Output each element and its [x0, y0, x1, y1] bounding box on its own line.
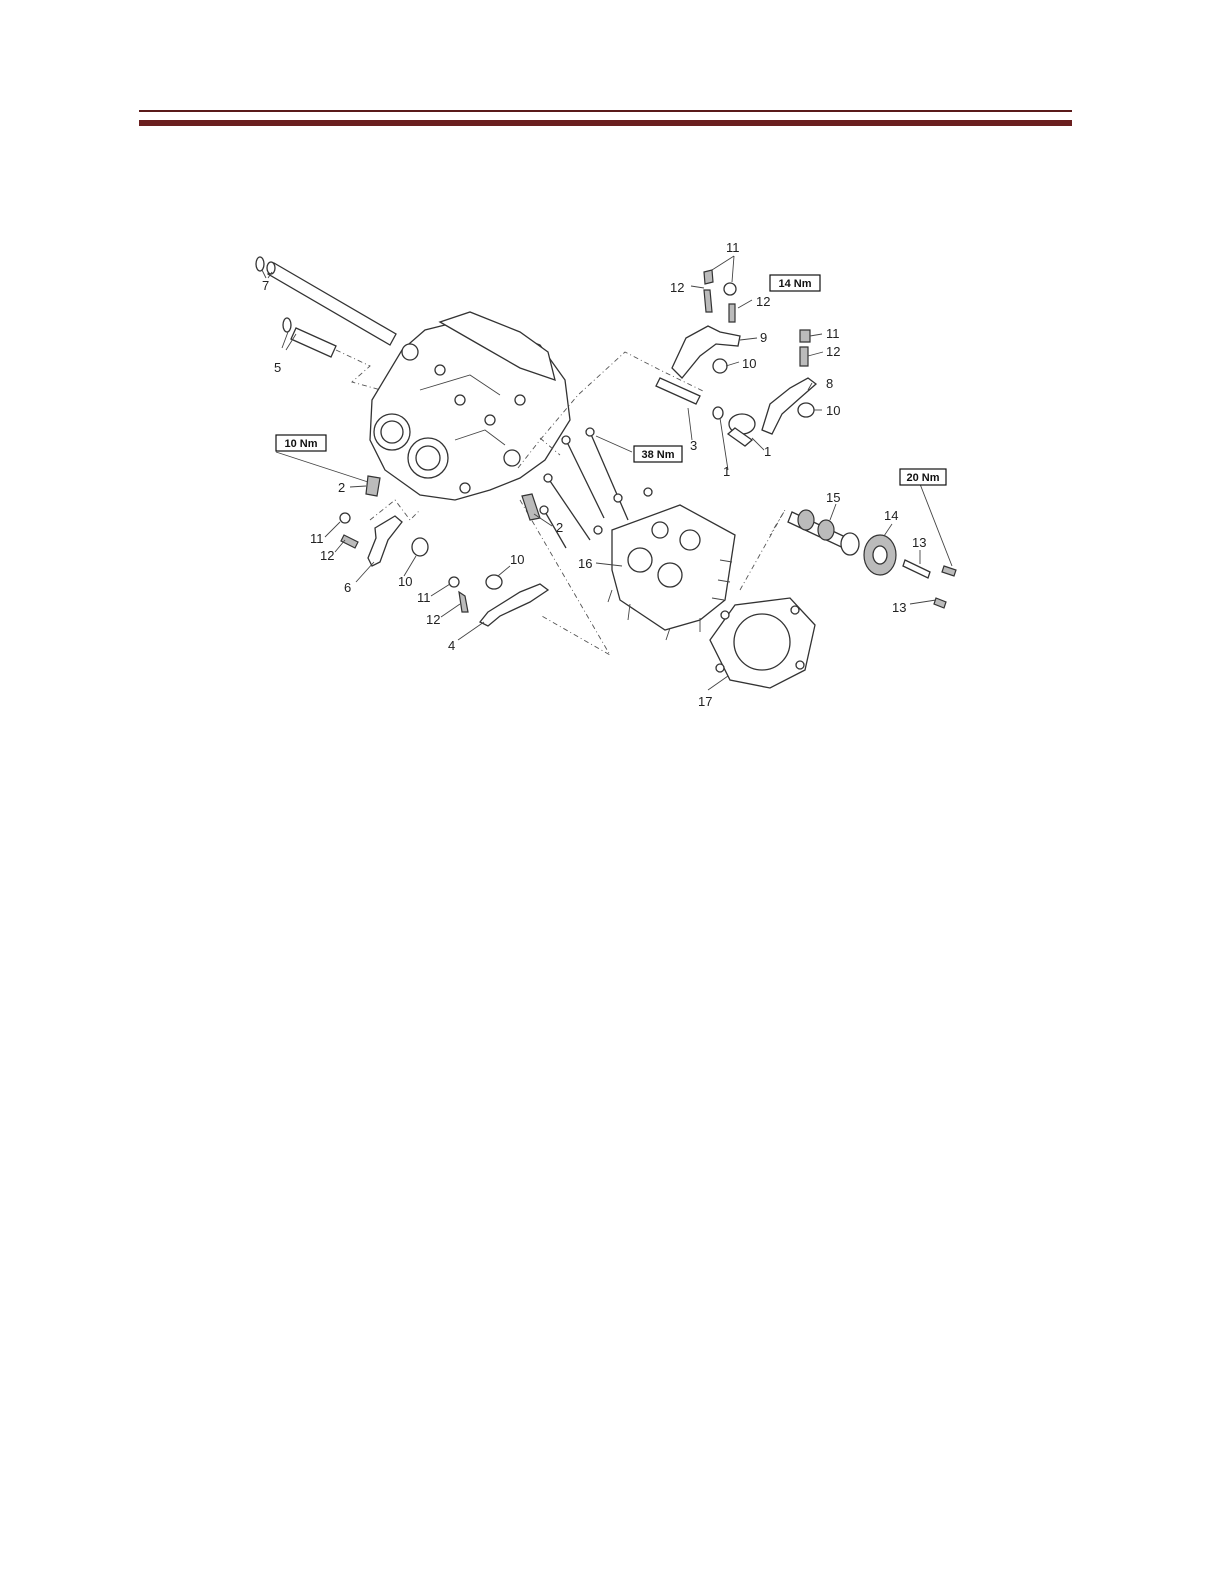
cylinder-head-16 [608, 505, 735, 640]
torque-box-20nm: 20 Nm [900, 469, 946, 485]
label-10-right: 10 [826, 403, 840, 418]
label-3: 3 [690, 438, 697, 453]
label-12-top-left: 12 [670, 280, 684, 295]
cam-sprocket-14 [864, 535, 956, 608]
head-gasket-17 [710, 598, 815, 688]
label-12-top-right: 12 [756, 294, 770, 309]
svg-text:20 Nm: 20 Nm [906, 472, 939, 484]
label-8: 8 [826, 376, 833, 391]
label-12-right: 12 [826, 344, 840, 359]
label-12-left: 12 [320, 548, 334, 563]
label-1-b: 1 [764, 444, 771, 459]
label-1-a: 1 [723, 464, 730, 479]
label-2-left: 2 [338, 480, 345, 495]
label-13-b: 13 [892, 600, 906, 615]
camshaft-15 [788, 510, 859, 555]
label-2-center: 2 [556, 520, 563, 535]
label-9: 9 [760, 330, 767, 345]
label-11-lower: 11 [417, 590, 431, 605]
rocker-arm-8 [762, 330, 816, 434]
label-5: 5 [274, 360, 281, 375]
rocker-arm-4 [449, 575, 548, 626]
torque-box-38nm: 38 Nm [634, 446, 682, 462]
torque-box-14nm: 14 Nm [770, 275, 820, 291]
label-10-left: 10 [398, 574, 412, 589]
label-13-a: 13 [912, 535, 926, 550]
svg-text:38 Nm: 38 Nm [641, 449, 674, 461]
label-11-right: 11 [826, 326, 840, 341]
label-12-lower: 12 [426, 612, 440, 627]
label-10-top: 10 [742, 356, 756, 371]
label-6: 6 [344, 580, 351, 595]
svg-text:14 Nm: 14 Nm [778, 278, 811, 290]
cylinder-head-block [370, 312, 570, 500]
label-14: 14 [884, 508, 898, 523]
label-17: 17 [698, 694, 712, 709]
svg-text:10 Nm: 10 Nm [284, 438, 317, 450]
label-11-left: 11 [310, 531, 324, 546]
label-11-top: 11 [726, 240, 740, 255]
label-10-lower: 10 [510, 552, 524, 567]
label-4: 4 [448, 638, 455, 653]
bolt-2-left [366, 476, 380, 496]
part-number-labels: 7 5 2 11 12 6 10 11 12 4 10 2 16 3 1 1 1… [262, 240, 926, 709]
label-15: 15 [826, 490, 840, 505]
rocker-shaft-3 [656, 378, 755, 446]
torque-box-10nm: 10 Nm [276, 435, 326, 451]
rocker-shaft-7 [256, 257, 396, 345]
label-16: 16 [578, 556, 592, 571]
label-7: 7 [262, 278, 269, 293]
